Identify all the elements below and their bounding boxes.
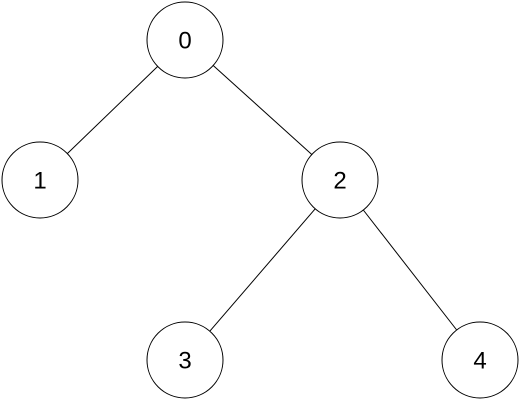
tree-node-3: 3 [146,321,224,399]
node-4-label: 4 [473,348,486,375]
tree-node-4: 4 [441,321,519,399]
edge-2-4 [362,209,458,331]
edge-0-2 [212,65,313,155]
edge-0-1 [66,66,159,154]
edge-2-3 [209,208,316,332]
node-0-circle [146,1,224,79]
node-2-circle [301,141,379,219]
node-1-circle [1,141,79,219]
edges-layer [66,65,458,332]
node-1-label: 1 [33,168,46,195]
tree-node-1: 1 [1,141,79,219]
node-0-label: 0 [178,28,191,55]
node-3-label: 3 [178,348,191,375]
node-4-circle [441,321,519,399]
tree-node-0: 0 [146,1,224,79]
node-3-circle [146,321,224,399]
node-2-label: 2 [333,168,346,195]
tree-node-2: 2 [301,141,379,219]
